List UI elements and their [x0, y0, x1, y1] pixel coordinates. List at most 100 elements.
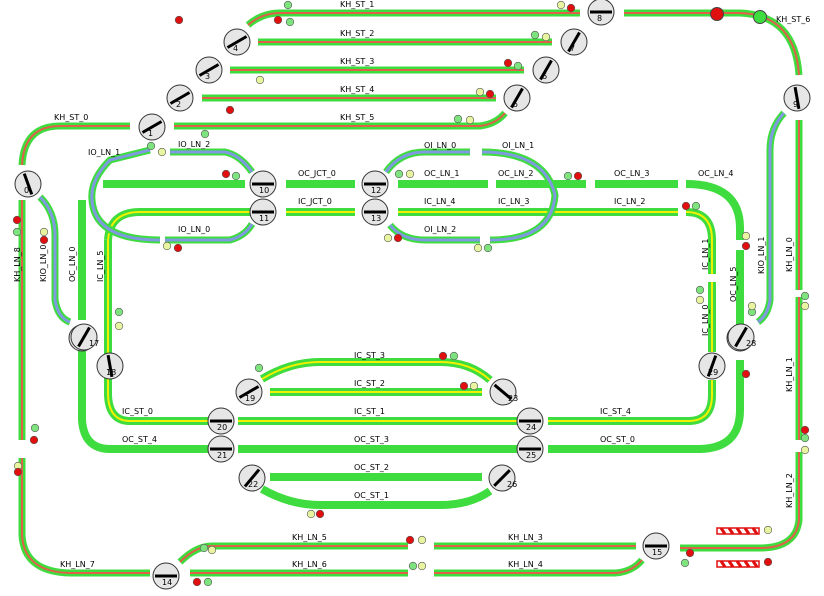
signal-lamp[interactable] [199, 543, 209, 553]
signal-lamp[interactable] [459, 381, 469, 391]
signal-lamp[interactable] [465, 115, 475, 125]
signal-lamp[interactable] [29, 435, 39, 445]
signal-lamp[interactable] [39, 227, 49, 237]
track-io-ln-1[interactable] [88, 146, 161, 244]
signal-main-green[interactable] [753, 10, 767, 24]
signal-lamp[interactable] [255, 75, 265, 85]
signal-lamp[interactable] [225, 105, 235, 115]
signal-lamp[interactable] [231, 171, 241, 181]
turnout-2[interactable]: 2 [166, 84, 194, 112]
signal-main-red[interactable] [710, 7, 724, 21]
turnout-1[interactable]: 1 [138, 113, 166, 141]
signal-lamp[interactable] [741, 369, 751, 379]
signal-lamp[interactable] [394, 169, 404, 179]
signal-lamp[interactable] [513, 61, 523, 71]
signal-lamp[interactable] [695, 285, 705, 295]
turnout-24[interactable]: 24 [516, 407, 544, 435]
signal-lamp[interactable] [285, 17, 295, 27]
signal-lamp[interactable] [174, 15, 184, 25]
signal-lamp[interactable] [556, 0, 566, 10]
turnout-28[interactable]: 28 [727, 323, 756, 351]
turnout-21[interactable]: 21 [207, 435, 235, 463]
turnout-3[interactable]: 3 [195, 56, 223, 84]
signal-lamp[interactable] [800, 445, 810, 455]
track-kio-ln-1[interactable] [755, 110, 787, 325]
signal-lamp[interactable] [800, 425, 810, 435]
turnout-12[interactable]: 12 [361, 170, 389, 198]
signal-lamp[interactable] [283, 0, 293, 10]
signal-lamp[interactable] [273, 15, 283, 25]
turnout-26[interactable]: 26 [488, 464, 517, 492]
signal-lamp[interactable] [173, 243, 183, 253]
track-inner-circle[interactable] [104, 208, 716, 425]
turnout-14[interactable]: 14 [152, 562, 180, 590]
signal-lamp[interactable] [114, 321, 124, 331]
track-oi-ln-2[interactable] [387, 222, 480, 244]
signal-lamp[interactable] [207, 545, 217, 555]
signal-lamp[interactable] [12, 227, 22, 237]
track-kh-ln-4[interactable] [434, 557, 645, 577]
signal-lamp[interactable] [157, 147, 167, 157]
signal-lamp[interactable] [541, 32, 551, 42]
track-kh-ln-7[interactable] [18, 458, 150, 577]
turnout-10[interactable]: 10 [249, 170, 277, 198]
signal-lamp[interactable] [306, 509, 316, 519]
signal-lamp[interactable] [383, 233, 393, 243]
turnout-6[interactable]: 6 [532, 56, 560, 84]
signal-lamp[interactable] [30, 423, 40, 433]
signal-lamp[interactable] [162, 241, 172, 251]
track-io-ln-2[interactable] [170, 148, 255, 175]
signal-lamp[interactable] [573, 171, 583, 181]
signal-lamp[interactable] [203, 577, 213, 587]
signal-lamp[interactable] [315, 509, 325, 519]
signal-lamp[interactable] [438, 351, 448, 361]
signal-lamp[interactable] [530, 30, 540, 40]
turnout-15[interactable]: 15 [642, 532, 670, 560]
signal-lamp[interactable] [405, 535, 415, 545]
signal-lamp[interactable] [417, 535, 427, 545]
signal-lamp[interactable] [566, 3, 576, 13]
signal-lamp[interactable] [685, 548, 695, 558]
turnout-11[interactable]: 11 [249, 198, 277, 226]
signal-lamp[interactable] [483, 243, 493, 253]
signal-lamp[interactable] [473, 243, 483, 253]
turnout-17[interactable]: 17 [70, 323, 99, 351]
signal-lamp[interactable] [405, 169, 415, 179]
signal-lamp[interactable] [408, 561, 418, 571]
turnout-4[interactable]: 4 [223, 28, 251, 56]
signal-lamp[interactable] [254, 363, 264, 373]
signal-lamp[interactable] [200, 129, 210, 139]
track-ic-st-3[interactable] [259, 358, 493, 384]
signal-lamp[interactable] [800, 291, 810, 301]
signal-lamp[interactable] [453, 114, 463, 124]
turnout-22[interactable]: 22 [238, 464, 266, 492]
signal-lamp[interactable] [800, 301, 810, 311]
signal-lamp[interactable] [39, 235, 49, 245]
track-kh-st-6[interactable] [624, 9, 803, 76]
turnout-18[interactable]: 18 [96, 352, 124, 380]
signal-lamp[interactable] [475, 87, 485, 97]
signal-lamp[interactable] [449, 351, 459, 361]
signal-lamp[interactable] [763, 525, 773, 535]
turnout-8[interactable]: 8 [587, 0, 615, 26]
signal-lamp[interactable] [691, 201, 701, 211]
signal-lamp[interactable] [563, 171, 573, 181]
turnout-25[interactable]: 25 [516, 435, 544, 463]
turnout-19[interactable]: 19 [235, 378, 263, 406]
signal-lamp[interactable] [146, 141, 156, 151]
track-oc-st-1[interactable] [260, 485, 493, 509]
track-kio-ln-0[interactable] [37, 194, 72, 326]
signal-lamp[interactable] [485, 89, 495, 99]
signal-lamp[interactable] [747, 301, 757, 311]
signal-lamp[interactable] [221, 169, 231, 179]
signal-lamp[interactable] [681, 201, 691, 211]
track-oi-ln-1[interactable] [481, 148, 559, 244]
signal-lamp[interactable] [393, 233, 403, 243]
turnout-29[interactable]: 29 [698, 352, 726, 380]
signal-lamp[interactable] [695, 295, 705, 305]
track-kh-st-0[interactable] [18, 122, 130, 166]
turnout-23[interactable]: 23 [489, 378, 518, 406]
signal-lamp[interactable] [469, 381, 479, 391]
turnout-5[interactable]: 5 [503, 84, 531, 112]
signal-lamp[interactable] [503, 58, 513, 68]
